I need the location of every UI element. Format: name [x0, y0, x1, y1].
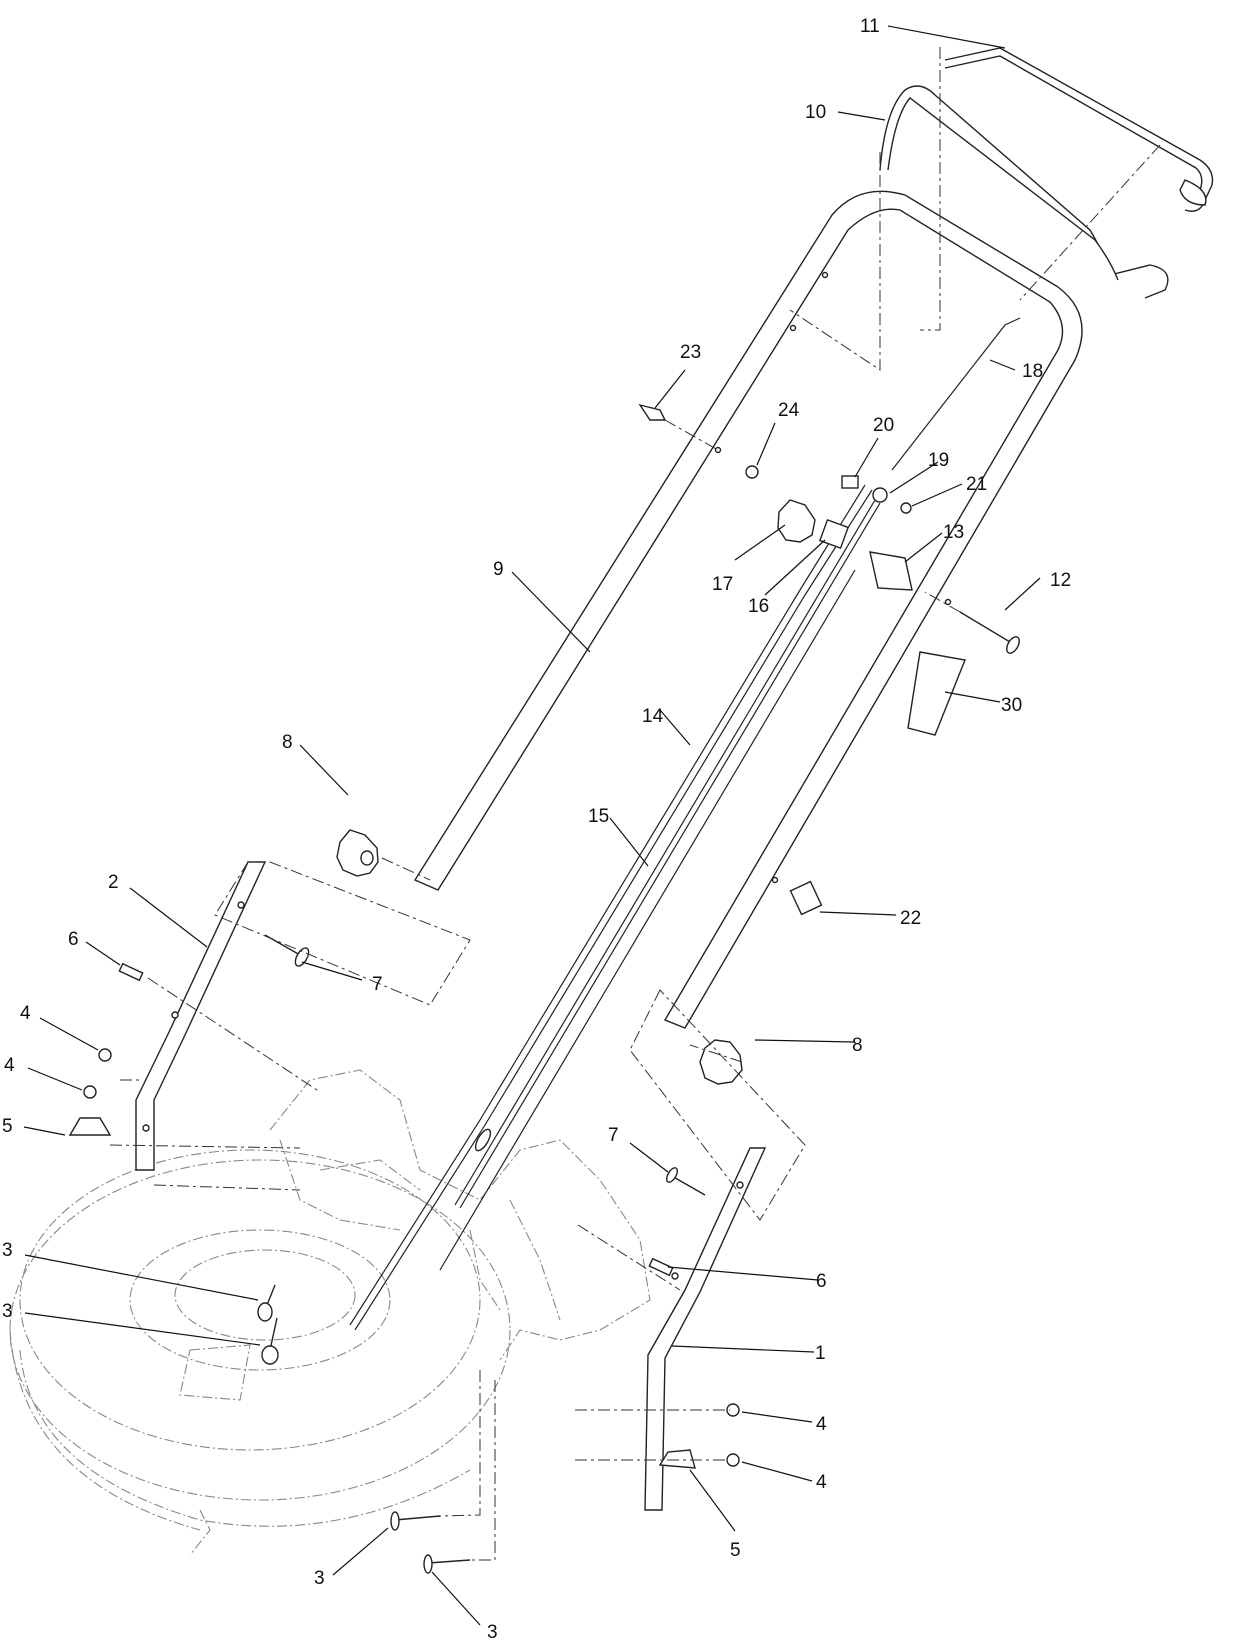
callout-4-right-bottom: 4: [816, 1472, 827, 1493]
callout-5-right: 5: [730, 1540, 741, 1561]
leader-lines: [23, 25, 1041, 1626]
callout-13: 13: [943, 522, 964, 543]
callout-4-right-top: 4: [816, 1414, 827, 1435]
mower-deck-ghost: [9, 1069, 651, 1556]
callout-21: 21: [966, 474, 987, 495]
lower-handle-left: [135, 861, 267, 1171]
callout-15: 15: [588, 806, 609, 827]
lower-handle-right: [644, 1147, 767, 1511]
callout-24: 24: [778, 400, 800, 421]
callouts: 1 2 3 3 3 3 4 4 4 4 5 5 6 6 7 7 8 8 9 10…: [2, 16, 1071, 1642]
callout-16: 16: [748, 596, 769, 617]
callout-5-left: 5: [2, 1116, 13, 1137]
callout-3-mid: 3: [2, 1301, 13, 1322]
callout-22: 22: [900, 908, 921, 929]
assembly-lines: [109, 47, 1161, 1561]
callout-10: 10: [805, 102, 826, 123]
callout-7-left: 7: [372, 974, 383, 995]
control-bar: [944, 47, 1214, 212]
callout-11: 11: [860, 16, 880, 37]
callout-9: 9: [493, 559, 504, 580]
callout-3-low: 3: [314, 1568, 325, 1589]
callout-2: 2: [108, 872, 119, 893]
callout-6-left: 6: [68, 929, 79, 950]
callout-17: 17: [712, 574, 733, 595]
callout-3-top: 3: [2, 1240, 13, 1261]
callout-8-lower: 8: [852, 1035, 863, 1056]
callout-8-upper: 8: [282, 732, 293, 753]
callout-12: 12: [1050, 570, 1071, 591]
callout-6-right: 6: [816, 1271, 827, 1292]
callout-4-left-top: 4: [20, 1003, 31, 1024]
callout-7-right: 7: [608, 1125, 619, 1146]
hardware: [68, 403, 1020, 1574]
callout-3-bottom: 3: [487, 1622, 498, 1642]
callout-23: 23: [680, 342, 701, 363]
callout-30: 30: [1001, 695, 1022, 716]
callout-1: 1: [815, 1343, 826, 1364]
callout-14: 14: [642, 706, 664, 727]
bail-bar: [879, 85, 1169, 299]
callout-20: 20: [873, 415, 894, 436]
upper-handle: [413, 190, 1083, 1029]
callout-4-left-bottom: 4: [4, 1055, 15, 1076]
callout-19: 19: [928, 450, 949, 471]
callout-18: 18: [1022, 361, 1043, 382]
